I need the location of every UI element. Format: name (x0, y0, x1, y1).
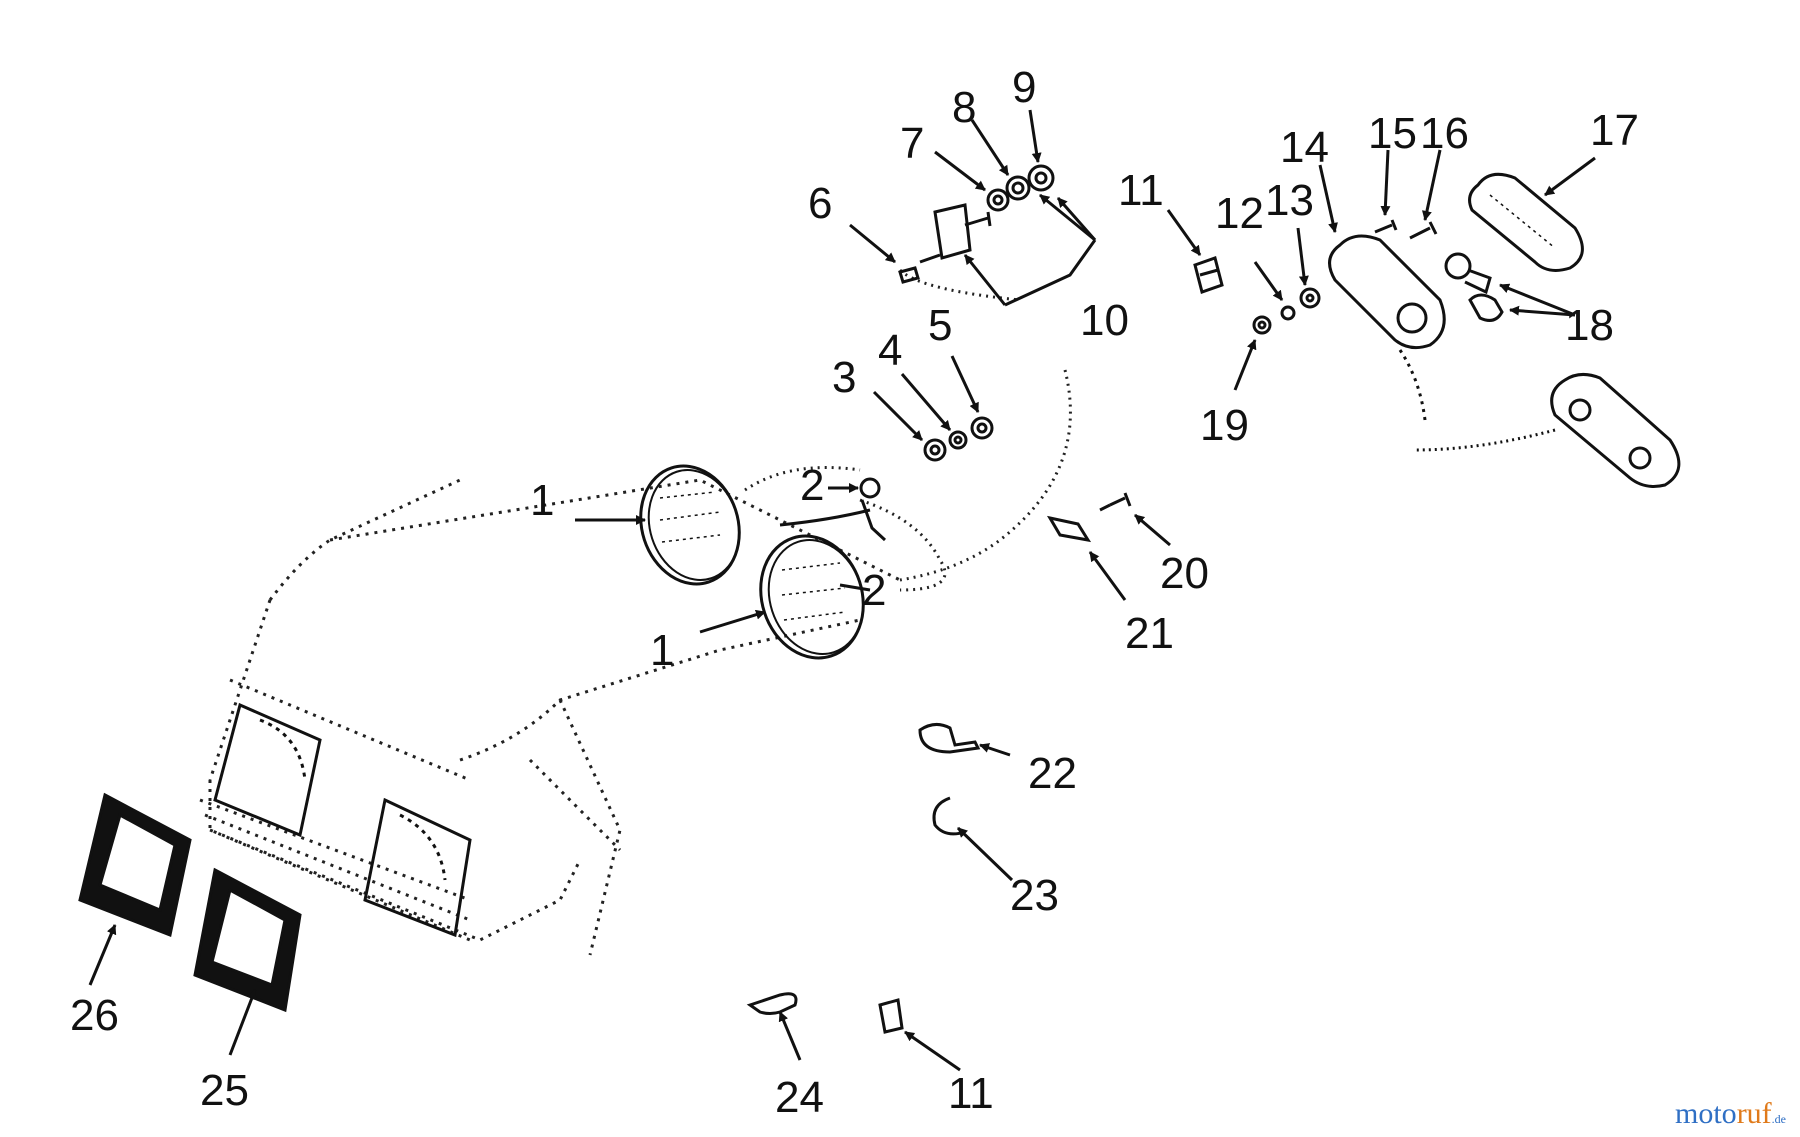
lower-clips (746, 992, 904, 1034)
label-21: 21 (1125, 609, 1174, 658)
label-2-lower: 2 (862, 566, 886, 615)
small-nuts (1252, 287, 1321, 335)
label-11-lower: 11 (948, 1069, 994, 1118)
label-1-lower: 1 (650, 626, 674, 675)
hood-outline (199, 478, 901, 956)
label-9: 9 (1012, 63, 1036, 112)
label-1-upper: 1 (530, 476, 554, 525)
label-14: 14 (1280, 123, 1329, 172)
headlight-right (759, 534, 865, 660)
label-24: 24 (775, 1073, 824, 1122)
washers-nut (923, 416, 994, 462)
grille-windows (213, 702, 472, 938)
tail-light-lens (1468, 172, 1584, 272)
label-4: 4 (878, 326, 902, 375)
watermark-brand-a: moto (1675, 1097, 1737, 1130)
label-11-upper: 11 (1118, 166, 1164, 215)
screws (1374, 219, 1438, 240)
label-3: 3 (832, 353, 856, 402)
bulbs (1444, 252, 1504, 322)
label-6: 6 (808, 179, 832, 228)
bulb-socket (779, 477, 887, 592)
toggle-switch (898, 164, 1055, 284)
leader-lines (88, 109, 1596, 1072)
label-20: 20 (1160, 549, 1209, 598)
label-25: 25 (200, 1066, 249, 1115)
label-22: 22 (1028, 749, 1077, 798)
label-8: 8 (952, 83, 976, 132)
label-5: 5 (928, 301, 952, 350)
watermark: motoruf.de (1675, 1097, 1786, 1131)
label-15: 15 (1368, 109, 1417, 158)
label-23: 23 (1010, 871, 1059, 920)
clip-upper (1193, 256, 1224, 294)
label-7: 7 (900, 119, 924, 168)
label-26: 26 (70, 991, 119, 1040)
label-12: 12 (1215, 189, 1264, 238)
watermark-brand-b: ruf (1736, 1097, 1772, 1130)
label-16: 16 (1420, 109, 1469, 158)
label-17: 17 (1590, 106, 1639, 155)
tail-light-housing (1328, 234, 1446, 421)
watermark-suffix: .de (1771, 1112, 1786, 1126)
callout-labels: 1 1 2 2 3 4 5 6 7 8 9 10 11 12 13 14 15 … (70, 63, 1639, 1122)
label-18: 18 (1565, 301, 1614, 350)
label-19: 19 (1200, 401, 1249, 450)
label-10: 10 (1080, 296, 1129, 345)
wiring-harness (744, 268, 1072, 592)
reflector-screw (1046, 492, 1132, 543)
label-2-upper: 2 (800, 461, 824, 510)
tail-light-housing-2 (1414, 373, 1681, 488)
clamp-ring (918, 723, 981, 836)
headlight-left (639, 464, 741, 586)
grille-frames (78, 792, 302, 1013)
label-13: 13 (1265, 176, 1314, 225)
